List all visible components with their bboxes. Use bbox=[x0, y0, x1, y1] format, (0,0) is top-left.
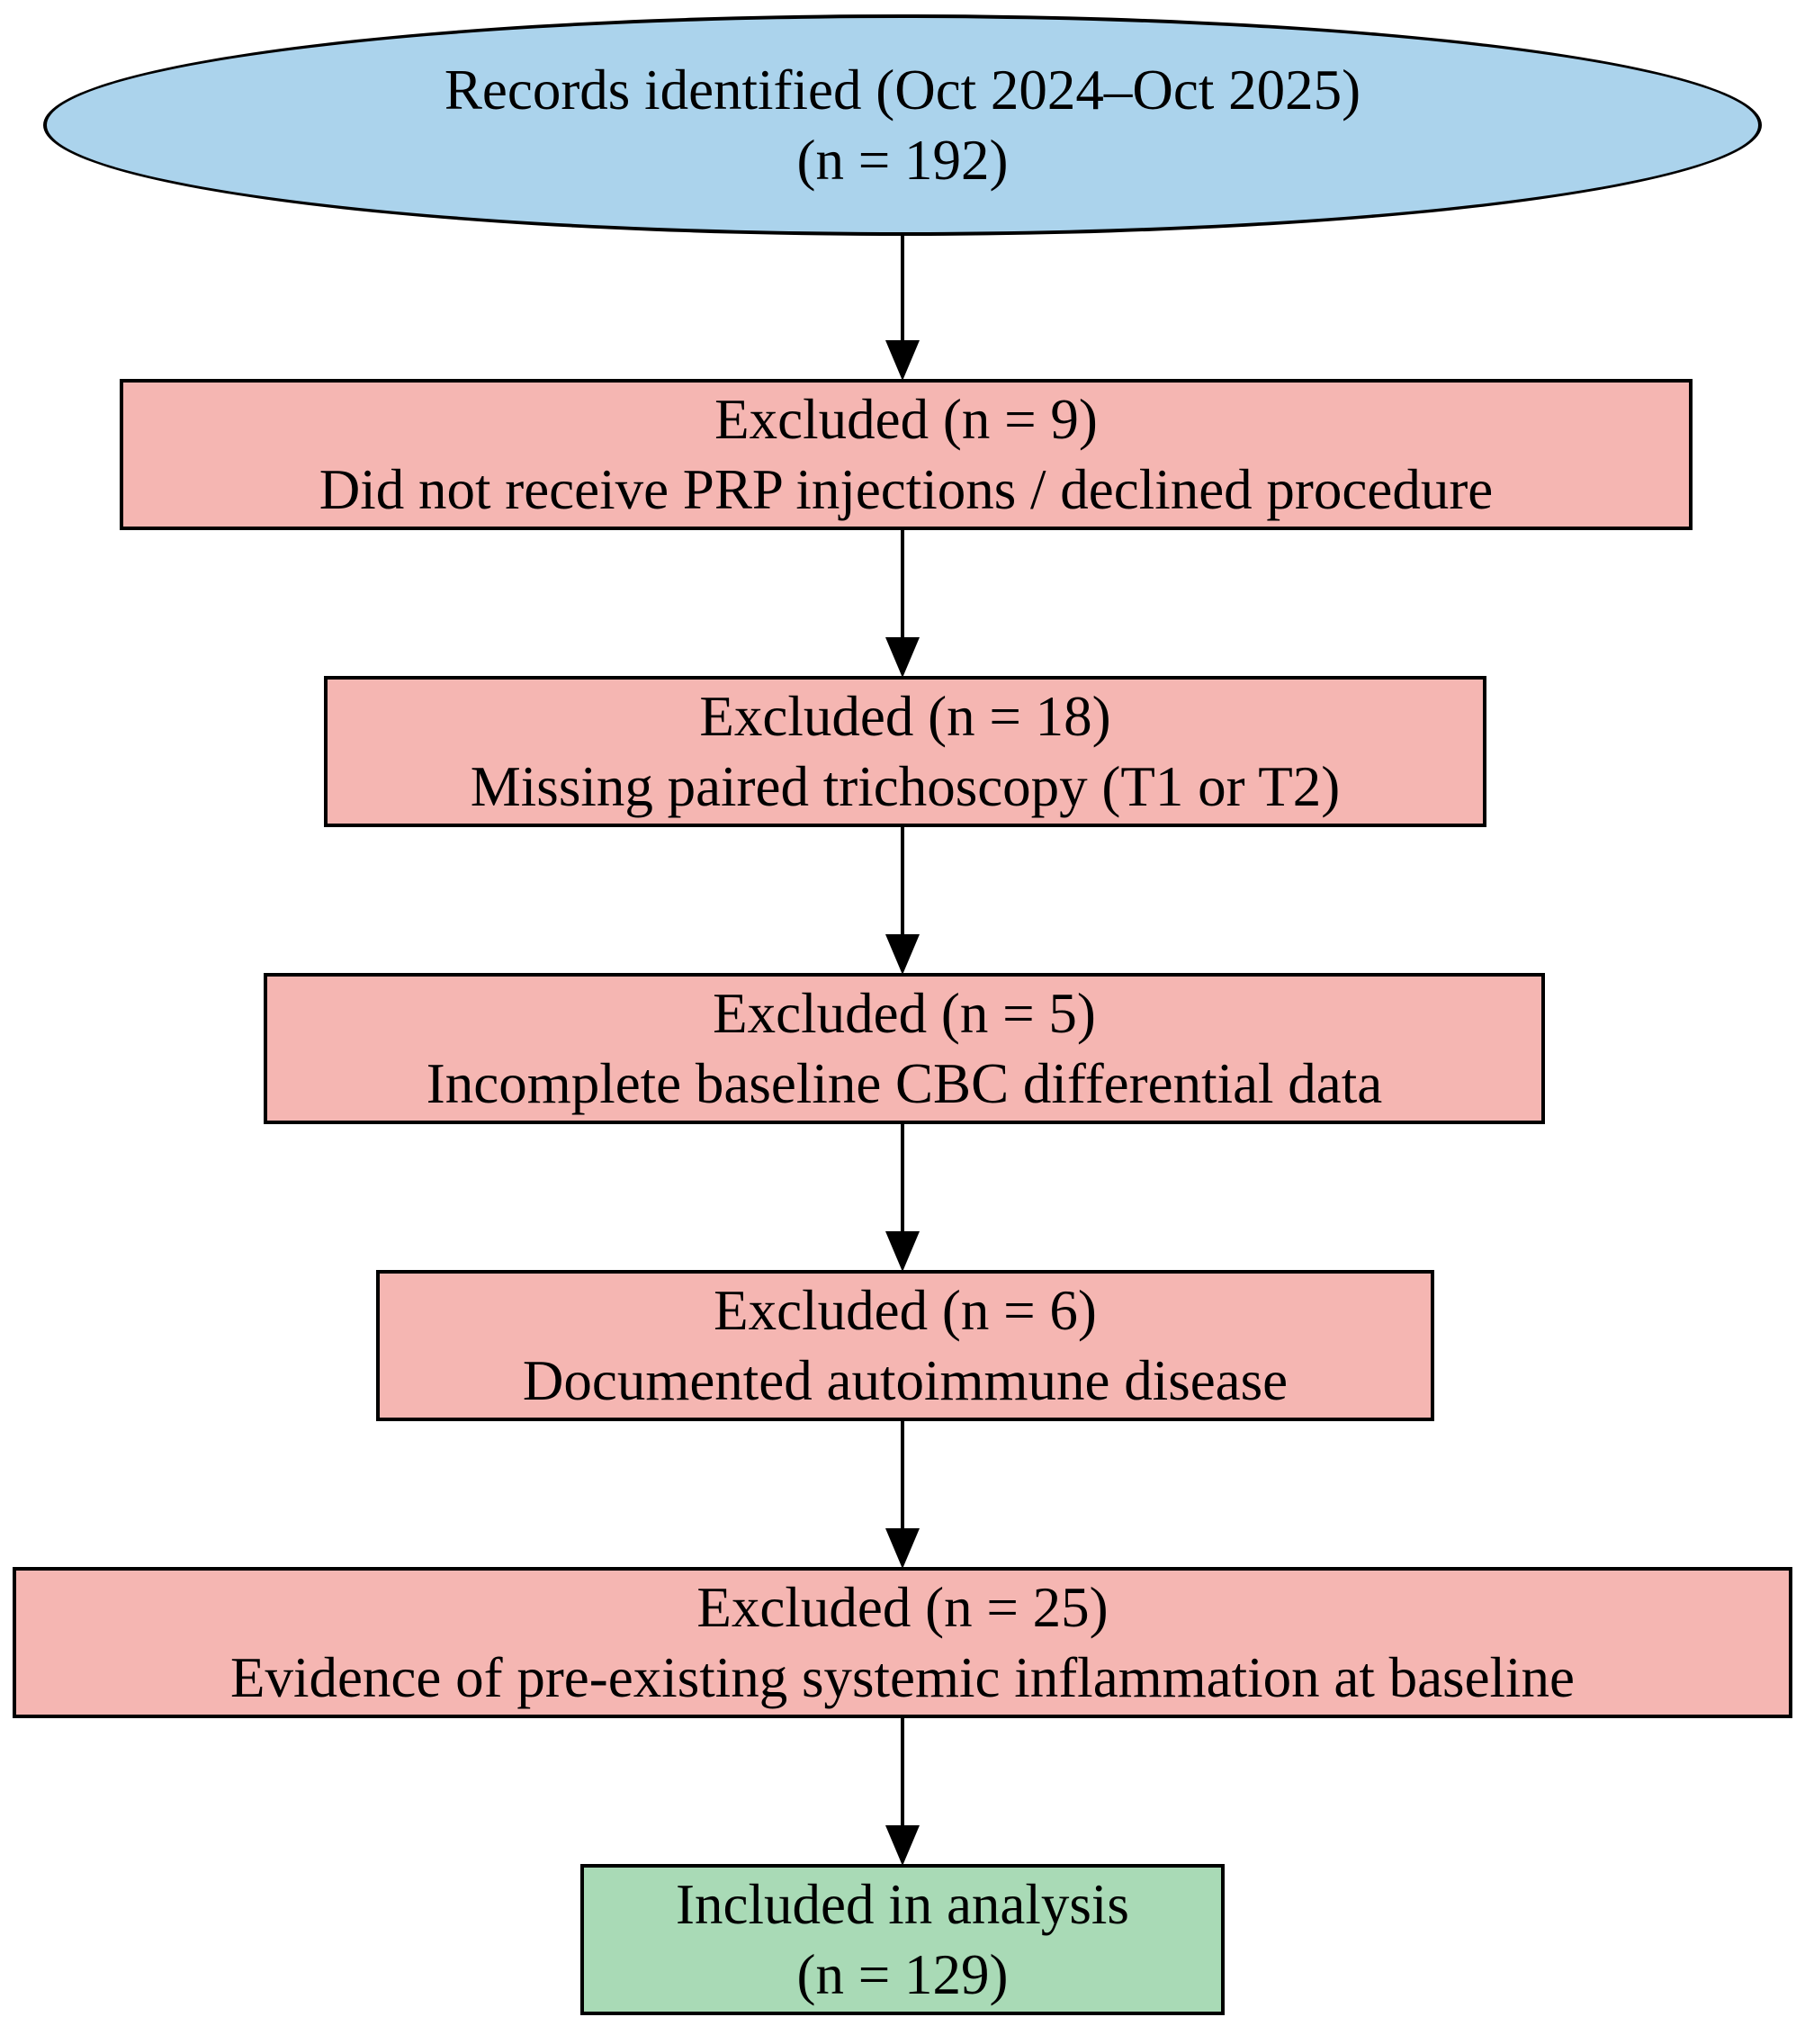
arrow-head-icon bbox=[885, 637, 920, 678]
node-excluded-no-prp: Excluded (n = 9) Did not receive PRP inj… bbox=[120, 379, 1693, 530]
arrow-head-icon bbox=[885, 1528, 920, 1569]
excluded-incomplete-cbc-reason: Incomplete baseline CBC differential dat… bbox=[426, 1052, 1383, 1115]
included-analysis-count: (n = 129) bbox=[796, 1943, 1009, 2006]
arrow-stem bbox=[901, 827, 904, 939]
arrow-head-icon bbox=[885, 1825, 920, 1866]
flow-arrow-excluded-1-to-2 bbox=[885, 530, 920, 678]
excluded-inflammation-count: Excluded (n = 25) bbox=[696, 1575, 1109, 1639]
excluded-no-prp-count: Excluded (n = 9) bbox=[714, 387, 1098, 451]
arrow-head-icon bbox=[885, 340, 920, 381]
arrow-stem bbox=[901, 1718, 904, 1830]
arrow-stem bbox=[901, 1124, 904, 1236]
flow-arrow-excluded-5-to-included bbox=[885, 1718, 920, 1866]
node-excluded-incomplete-cbc: Excluded (n = 5) Incomplete baseline CBC… bbox=[264, 973, 1545, 1124]
flow-arrow-excluded-4-to-5 bbox=[885, 1421, 920, 1569]
excluded-inflammation-reason: Evidence of pre-existing systemic inflam… bbox=[229, 1646, 1576, 1709]
excluded-missing-trichoscopy-reason: Missing paired trichoscopy (T1 or T2) bbox=[470, 755, 1341, 818]
records-identified-count: (n = 192) bbox=[796, 129, 1009, 192]
arrow-stem bbox=[901, 234, 904, 345]
flow-arrow-excluded-2-to-3 bbox=[885, 827, 920, 975]
node-excluded-inflammation: Excluded (n = 25) Evidence of pre-existi… bbox=[13, 1567, 1792, 1718]
excluded-autoimmune-count: Excluded (n = 6) bbox=[714, 1278, 1097, 1342]
arrow-head-icon bbox=[885, 1231, 920, 1272]
node-records-identified: Records identified (Oct 2024–Oct 2025) (… bbox=[43, 14, 1762, 236]
flow-arrow-excluded-3-to-4 bbox=[885, 1124, 920, 1272]
node-included-in-analysis: Included in analysis (n = 129) bbox=[580, 1864, 1225, 2015]
excluded-autoimmune-reason: Documented autoimmune disease bbox=[522, 1349, 1289, 1412]
arrow-head-icon bbox=[885, 934, 920, 975]
node-excluded-autoimmune: Excluded (n = 6) Documented autoimmune d… bbox=[376, 1270, 1434, 1421]
arrow-stem bbox=[901, 1421, 904, 1533]
excluded-no-prp-reason: Did not receive PRP injections / decline… bbox=[319, 458, 1494, 521]
excluded-missing-trichoscopy-count: Excluded (n = 18) bbox=[699, 684, 1111, 748]
excluded-incomplete-cbc-count: Excluded (n = 5) bbox=[713, 981, 1096, 1045]
flow-arrow-records-to-excluded-1 bbox=[885, 234, 920, 381]
included-analysis-title: Included in analysis bbox=[676, 1872, 1129, 1936]
arrow-stem bbox=[901, 530, 904, 642]
node-excluded-missing-trichoscopy: Excluded (n = 18) Missing paired trichos… bbox=[324, 676, 1486, 827]
records-identified-title: Records identified (Oct 2024–Oct 2025) bbox=[444, 58, 1361, 122]
